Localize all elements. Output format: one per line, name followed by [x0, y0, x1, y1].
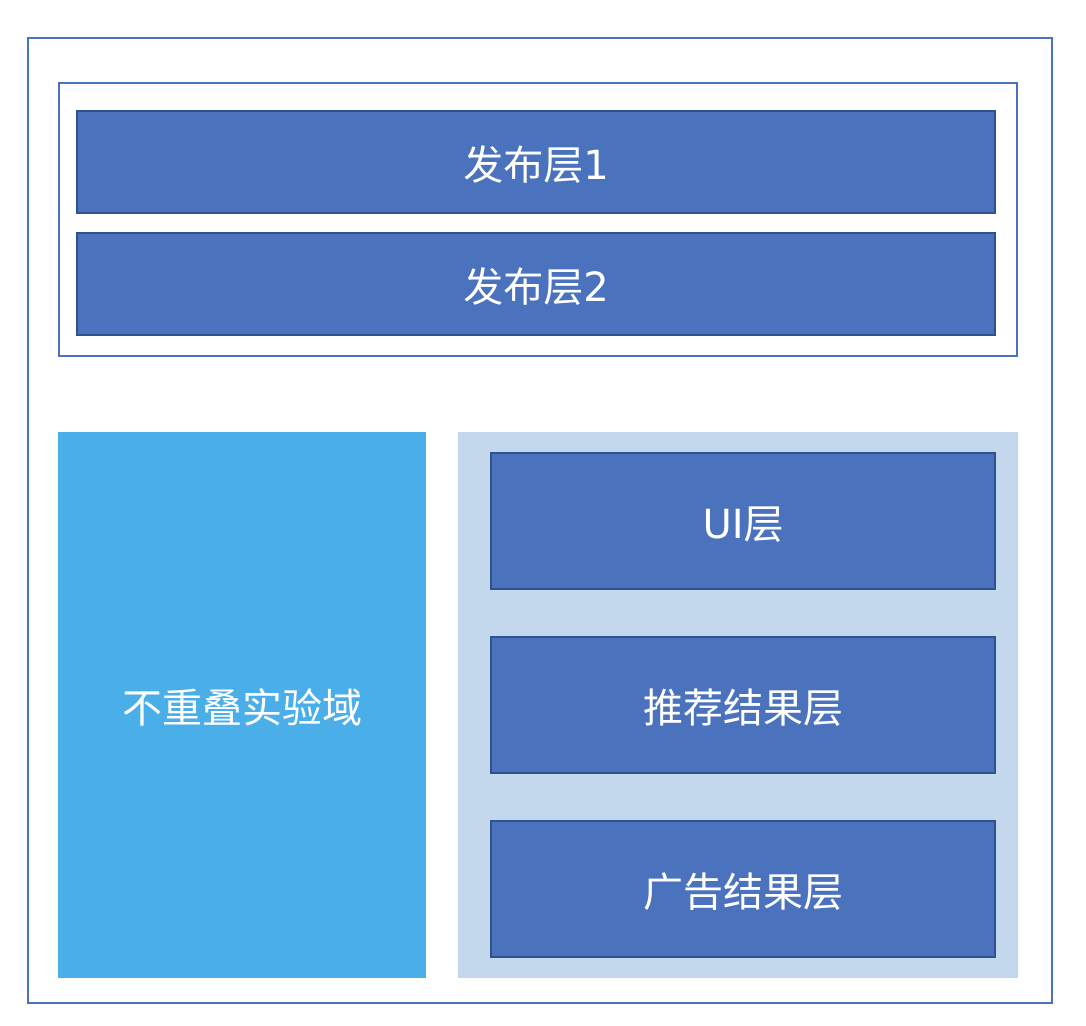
ad-result-layer: 广告结果层	[490, 820, 996, 958]
ui-layer: UI层	[490, 452, 996, 590]
publish-layer-1-label: 发布层1	[463, 143, 609, 189]
publish-layer-2: 发布层2	[76, 232, 996, 336]
publish-layer-2-label: 发布层2	[463, 265, 609, 311]
publish-layer-1: 发布层1	[76, 110, 996, 214]
ad-result-layer-label: 广告结果层	[643, 870, 843, 916]
recommendation-result-layer: 推荐结果层	[490, 636, 996, 774]
recommendation-result-layer-label: 推荐结果层	[643, 686, 843, 732]
non-overlapping-domain-label: 不重叠实验域	[122, 686, 362, 732]
non-overlapping-experiment-domain: 不重叠实验域	[58, 432, 426, 978]
ui-layer-label: UI层	[702, 502, 784, 548]
